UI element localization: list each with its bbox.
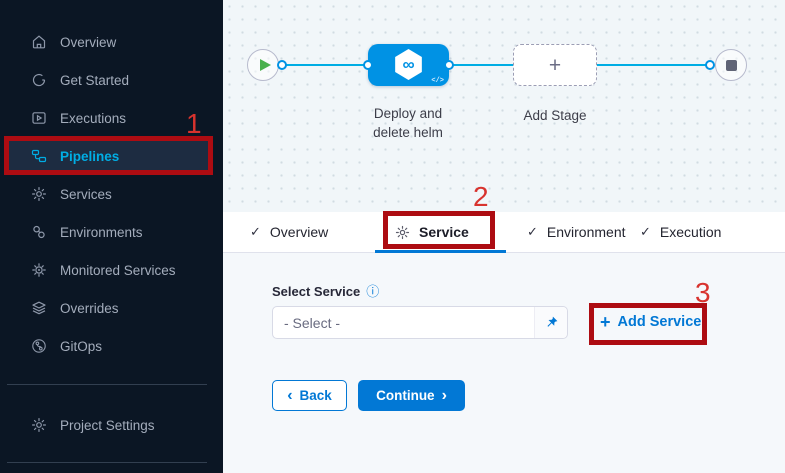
sidebar-item-executions[interactable]: Executions (0, 99, 223, 137)
sidebar-item-label: Services (60, 186, 112, 202)
continue-button[interactable]: Continue › (358, 380, 465, 411)
sidebar-item-label: Project Settings (60, 417, 155, 433)
chevron-right-icon: › (441, 386, 447, 404)
back-button-label: Back (299, 388, 332, 403)
info-icon[interactable]: ⓘ (366, 284, 380, 299)
sidebar-item-overrides[interactable]: Overrides (0, 289, 223, 327)
sidebar-item-label: Overview (60, 34, 117, 50)
stage-node-deploy[interactable]: ∞ </> (368, 44, 449, 86)
cd-hexagon-icon: ∞ (395, 49, 422, 80)
pin-icon[interactable] (534, 307, 567, 338)
select-service-label: Select Service (272, 284, 361, 299)
connector-dot (363, 60, 373, 70)
sidebar-item-label: Get Started (60, 72, 130, 88)
tab-service[interactable]: Service (395, 212, 469, 252)
pipeline-start-node[interactable] (247, 49, 279, 81)
main-panel: ∞ </> + Deploy and delete helm Add Stage… (223, 0, 785, 473)
check-icon: ✓ (527, 224, 538, 239)
get-started-icon (30, 72, 47, 89)
tab-label: Environment (546, 224, 626, 240)
chevron-left-icon: ‹ (287, 386, 293, 404)
tab-execution[interactable]: ✓ Execution (640, 212, 721, 252)
environments-icon (30, 224, 47, 241)
stop-icon (725, 59, 737, 71)
plus-icon: + (548, 53, 562, 77)
sidebar-item-monitored-services[interactable]: Monitored Services (0, 251, 223, 289)
back-button[interactable]: ‹ Back (272, 380, 347, 411)
layers-icon (30, 300, 47, 317)
tab-overview[interactable]: ✓ Overview (250, 212, 328, 252)
tab-label: Overview (269, 224, 329, 240)
connector-dot (277, 60, 287, 70)
sidebar-item-label: Executions (60, 110, 127, 126)
check-icon: ✓ (250, 224, 261, 239)
sidebar-item-gitops[interactable]: GitOps (0, 327, 223, 365)
select-service-label-row: Select Service ⓘ (272, 284, 379, 299)
code-badge-icon: </> (431, 77, 444, 85)
pipeline-canvas[interactable]: ∞ </> + Deploy and delete helm Add Stage (223, 0, 785, 212)
sidebar-item-label: GitOps (60, 338, 103, 354)
sidebar-divider (7, 384, 207, 385)
play-icon (260, 59, 271, 71)
add-stage-button[interactable]: + (513, 44, 597, 86)
connector-dot (444, 60, 454, 70)
gear-icon (395, 225, 410, 240)
sidebar-item-services[interactable]: Services (0, 175, 223, 213)
service-select-value: - Select - (284, 314, 341, 331)
monitored-services-icon (30, 262, 47, 279)
sidebar-item-overview[interactable]: Overview (0, 23, 223, 61)
tab-label: Execution (659, 224, 722, 240)
connector-dot (705, 60, 715, 70)
infinity-icon: ∞ (402, 55, 415, 74)
active-tab-underline (375, 250, 506, 253)
check-icon: ✓ (640, 224, 651, 239)
sidebar-item-label: Monitored Services (60, 262, 176, 278)
sidebar-item-label: Pipelines (60, 148, 120, 164)
gitops-icon (30, 338, 47, 355)
connector-line (597, 64, 710, 66)
tab-label: Service (419, 224, 469, 240)
sidebar-item-environments[interactable]: Environments (0, 213, 223, 251)
sidebar-divider (7, 462, 207, 463)
sidebar-item-get-started[interactable]: Get Started (0, 61, 223, 99)
service-form-panel: Select Service ⓘ - Select - + Add Servic… (223, 253, 785, 473)
add-service-label: Add Service (617, 314, 702, 330)
home-icon (30, 34, 47, 51)
stage-name-label: Deploy and delete helm (373, 106, 443, 140)
gear-icon (30, 186, 47, 203)
sidebar-item-project-settings[interactable]: Project Settings (0, 406, 223, 444)
executions-icon (30, 110, 47, 127)
connector-line (449, 64, 513, 66)
service-select-dropdown[interactable]: - Select - (272, 306, 568, 339)
continue-button-label: Continue (376, 388, 435, 403)
sidebar-item-label: Environments (60, 224, 143, 240)
sidebar: Overview Get Started Executions Pipeline… (0, 0, 223, 473)
plus-icon: + (600, 312, 611, 332)
add-stage-label: Add Stage (523, 108, 587, 123)
sidebar-item-pipelines[interactable]: Pipelines (0, 137, 223, 175)
tab-environment[interactable]: ✓ Environment (527, 212, 626, 252)
connector-line (286, 64, 368, 66)
stage-tabbar: ✓ Overview Service ✓ Environment ✓ Execu… (223, 212, 785, 253)
pipeline-end-node[interactable] (715, 49, 747, 81)
add-service-button[interactable]: + Add Service (600, 313, 701, 331)
pipelines-icon (30, 148, 47, 165)
project-settings-gear-icon (30, 417, 47, 434)
sidebar-item-label: Overrides (60, 300, 119, 316)
